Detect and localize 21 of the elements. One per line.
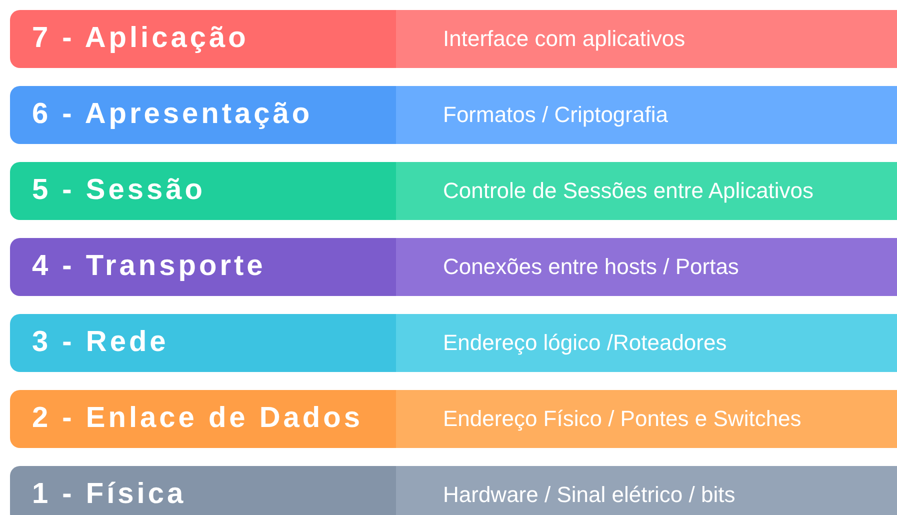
layer-name: 2 - Enlace de Dados (32, 402, 363, 435)
layer-name: 5 - Sessão (32, 174, 206, 207)
layer-band (10, 238, 897, 296)
layer-name: 3 - Rede (32, 326, 169, 359)
layer-band (10, 86, 897, 144)
layer-band (10, 390, 897, 448)
layer-band (10, 314, 897, 372)
layer-description: Hardware / Sinal elétrico / bits (443, 482, 736, 508)
layer-description: Formatos / Criptografia (443, 102, 668, 128)
layer-description: Endereço Físico / Pontes e Switches (443, 406, 802, 432)
layer-name: 6 - Apresentação (32, 98, 313, 131)
layer-description: Conexões entre hosts / Portas (443, 254, 739, 280)
layer-name: 4 - Transporte (32, 250, 266, 283)
layer-description: Endereço lógico /Roteadores (443, 330, 727, 356)
layer-description: Controle de Sessões entre Aplicativos (443, 178, 814, 204)
layer-band (10, 10, 897, 68)
layer-band (10, 162, 897, 220)
layer-name: 1 - Física (32, 478, 186, 511)
layer-description: Interface com aplicativos (443, 26, 686, 52)
layer-band (10, 466, 897, 515)
layer-name: 7 - Aplicação (32, 22, 249, 55)
